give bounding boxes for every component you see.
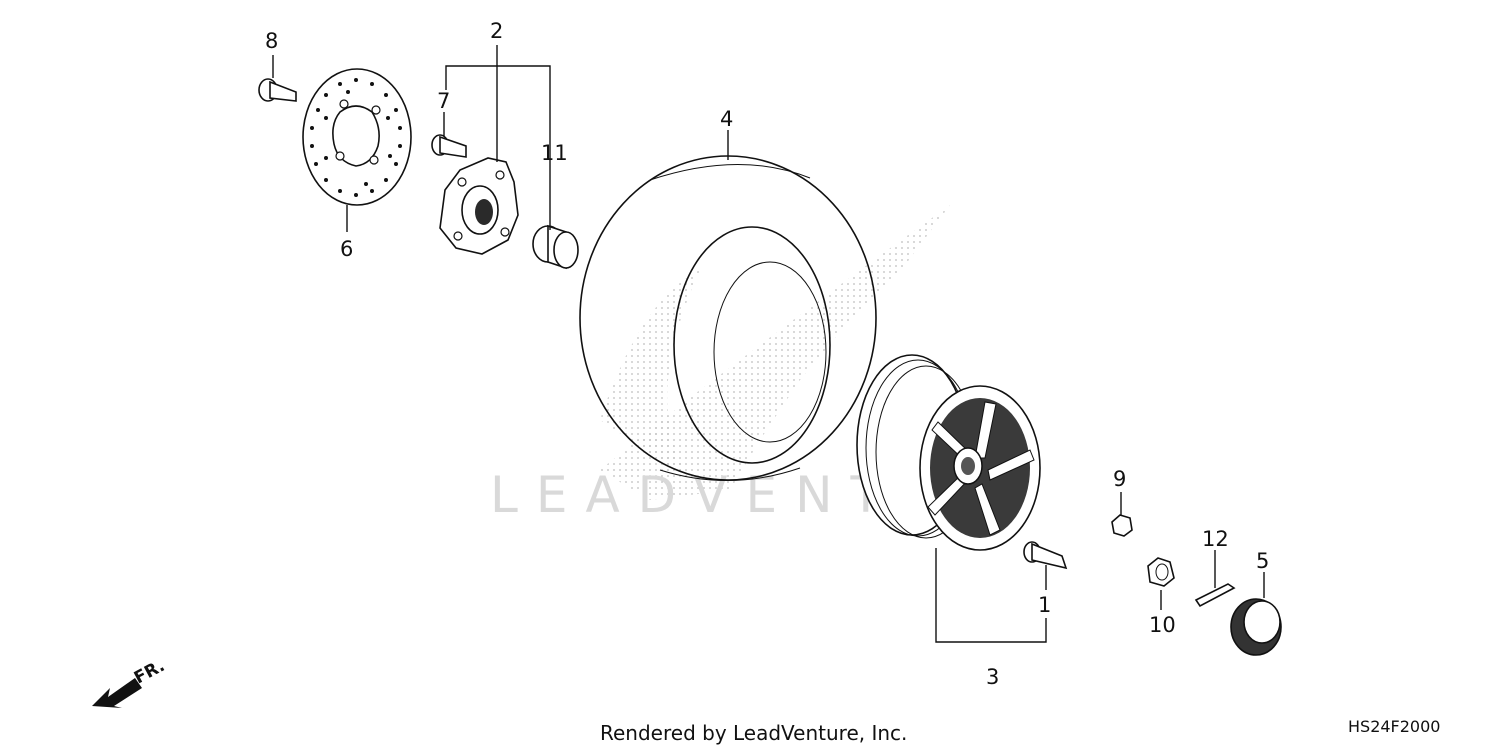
hub-studs — [453, 170, 510, 241]
hub-bore — [475, 199, 493, 225]
callout-6[interactable]: 6 — [340, 237, 353, 261]
valve-body — [1031, 542, 1068, 570]
watermark-text: LEADVENT — [490, 466, 899, 524]
disc-mount-bolts — [335, 99, 381, 165]
tire-bead-opening — [713, 261, 827, 443]
cotter-pin-body — [1194, 583, 1236, 608]
callout-5[interactable]: 5 — [1256, 549, 1269, 573]
callout-12[interactable]: 12 — [1202, 527, 1229, 551]
hub-cap-face — [1243, 600, 1281, 644]
castle-nut-part-10[interactable] — [1147, 557, 1175, 587]
callout-3[interactable]: 3 — [986, 665, 999, 689]
callout-1[interactable]: 1 — [1038, 593, 1051, 617]
front-arrow-icon — [92, 678, 142, 708]
callout-9[interactable]: 9 — [1113, 467, 1126, 491]
callout-4[interactable]: 4 — [720, 107, 733, 131]
brake-disc-part-6[interactable] — [302, 68, 412, 206]
leader-lines — [272, 45, 1265, 643]
cotter-pin-part-12[interactable] — [1194, 583, 1236, 608]
callout-10[interactable]: 10 — [1149, 613, 1176, 637]
tire-inner-bead — [673, 226, 831, 464]
collar-part-11[interactable] — [532, 224, 579, 270]
callout-8[interactable]: 8 — [265, 29, 278, 53]
rendered-by-credit: Rendered by LeadVenture, Inc. — [600, 721, 907, 745]
tire-part-4[interactable] — [579, 155, 877, 482]
watermark-wing-shape — [600, 205, 950, 500]
nut-9-hex — [1111, 514, 1133, 537]
nut-10-face — [1155, 563, 1169, 581]
nut-part-9[interactable] — [1111, 514, 1133, 537]
callout-2[interactable]: 2 — [490, 19, 503, 43]
tire-tread-bottom — [659, 467, 801, 482]
disc-bolt-part-8[interactable] — [258, 78, 297, 102]
hub-bolt-part-7[interactable] — [431, 134, 467, 158]
bolt-7-shank — [439, 135, 467, 158]
rim-hub-bore — [961, 457, 975, 475]
disc-holes — [310, 78, 402, 197]
collar-front — [553, 231, 579, 269]
nut-10-hex — [1147, 557, 1175, 587]
hub-cap-part-5[interactable] — [1230, 598, 1282, 656]
callout-numbers: 1 2 3 4 5 6 7 8 9 10 11 12 — [265, 19, 1269, 689]
wheel-hub-part-2[interactable] — [439, 157, 519, 255]
valve-stem-part-1[interactable] — [1023, 541, 1068, 570]
wheel-rim-part-3[interactable] — [856, 354, 1041, 551]
callout-7[interactable]: 7 — [437, 89, 450, 113]
bolt-8-shank — [269, 80, 297, 102]
front-direction-indicator: FR. — [92, 656, 168, 708]
tire-tread-edge — [649, 164, 811, 181]
callout-11[interactable]: 11 — [541, 141, 568, 165]
diagram-code: HS24F2000 — [1348, 717, 1440, 736]
